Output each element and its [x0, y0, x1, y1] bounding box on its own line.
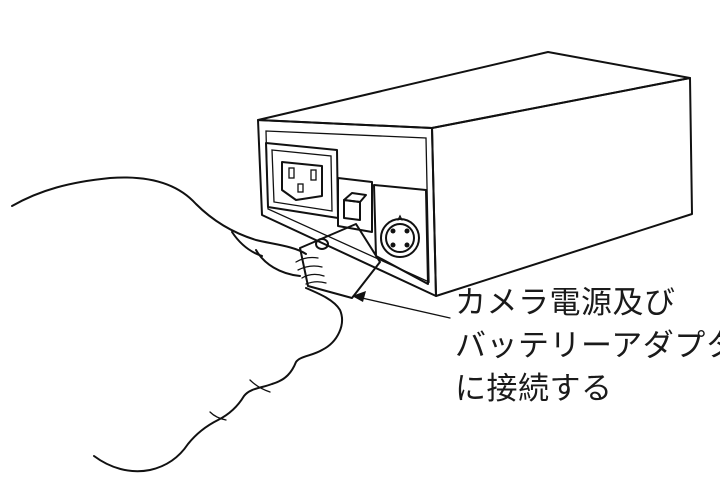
- caption-line-2: バッテリーアダプタ: [455, 328, 720, 364]
- caption-line-3: に接続する: [455, 371, 613, 407]
- ac-inlet: [265, 142, 339, 219]
- xlr-connector: [373, 184, 429, 285]
- caption-line-1: カメラ電源及び: [455, 285, 676, 321]
- connection-caption: カメラ電源及び バッテリーアダプタ に接続する: [455, 282, 720, 411]
- pointer-arrow: [352, 291, 451, 319]
- hand: [11, 176, 343, 473]
- power-supply-box: [257, 51, 693, 297]
- power-switch: [337, 177, 373, 233]
- dc-plug: [295, 223, 381, 299]
